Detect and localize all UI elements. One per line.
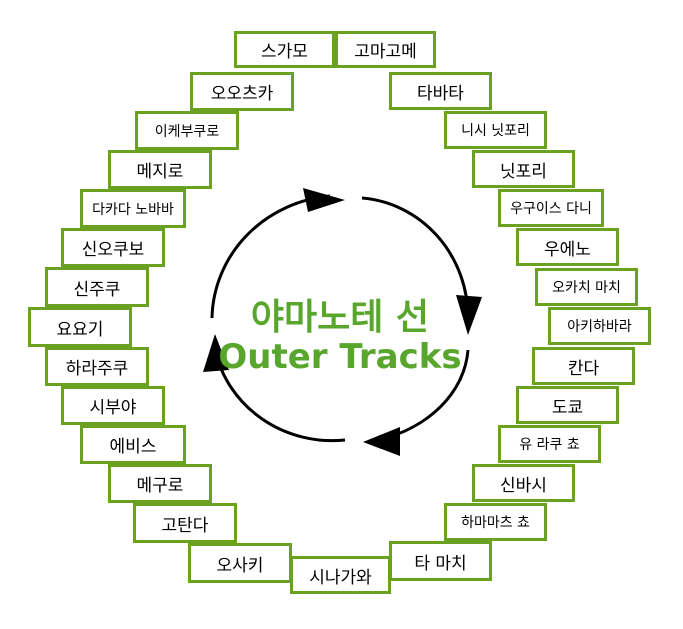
station-label: 유 라쿠 쵸	[519, 437, 580, 453]
station-label: 도쿄	[551, 397, 584, 418]
station-label: 신주쿠	[73, 279, 121, 300]
arrowhead-bottom	[363, 427, 400, 456]
station-box[interactable]: 우구이스 다니	[498, 189, 604, 227]
station-box[interactable]: 에비스	[80, 425, 186, 464]
station-box[interactable]: 타바타	[389, 72, 492, 110]
station-box[interactable]: 고마고메	[335, 31, 436, 68]
station-box[interactable]: 시부야	[61, 386, 165, 425]
station-label: 고마고메	[354, 42, 417, 62]
station-label: 타바타	[417, 83, 464, 104]
station-box[interactable]: 다카다 노바바	[80, 189, 186, 228]
station-box[interactable]: 칸다	[532, 347, 635, 385]
station-box[interactable]: 닛포리	[472, 150, 575, 188]
station-box[interactable]: 유 라쿠 쵸	[498, 425, 601, 463]
arrowhead-right	[456, 295, 482, 335]
station-box[interactable]: 도쿄	[516, 386, 619, 424]
station-label: 요요기	[56, 319, 104, 340]
station-label: 오카치 마치	[552, 280, 621, 296]
station-label: 오오츠카	[210, 84, 274, 104]
station-box[interactable]: 메구로	[108, 464, 212, 503]
station-label: 하마마츠 쵸	[461, 515, 530, 531]
station-label: 다카다 노바바	[92, 201, 174, 218]
station-label: 오사키	[216, 555, 264, 576]
station-box[interactable]: 시나가와	[290, 556, 391, 594]
arrow-arc-top	[210, 194, 331, 319]
diagram-subtitle: Outer Tracks	[218, 337, 462, 377]
station-label: 하라주쿠	[65, 359, 129, 379]
station-box[interactable]: 하마마츠 쵸	[444, 503, 547, 541]
arrow-arc-right	[361, 196, 470, 319]
station-label: 칸다	[567, 358, 600, 379]
station-box[interactable]: 신오쿠보	[61, 228, 165, 267]
station-box[interactable]: 타 마치	[389, 541, 492, 581]
diagram-title: 야마노테 선	[250, 297, 430, 338]
station-label: 신바시	[500, 475, 547, 496]
arrowhead-left	[203, 334, 229, 372]
station-box[interactable]: 오오츠카	[190, 72, 294, 111]
station-box[interactable]: 이케부쿠로	[135, 111, 239, 150]
station-box[interactable]: 스가모	[234, 31, 335, 68]
station-box[interactable]: 오카치 마치	[535, 268, 638, 306]
station-box[interactable]: 신바시	[472, 464, 575, 502]
station-box[interactable]: 오사키	[188, 543, 292, 583]
station-label: 시부야	[89, 398, 137, 418]
arrow-arc-left	[213, 349, 346, 443]
station-box[interactable]: 메지로	[108, 150, 212, 189]
station-box[interactable]: 하라주쿠	[45, 347, 149, 386]
station-label: 아키하바라	[567, 319, 632, 335]
station-label: 고탄다	[161, 515, 209, 536]
station-label: 닛포리	[500, 161, 547, 182]
station-box[interactable]: 아키하바라	[548, 307, 651, 345]
station-label: 타 마치	[414, 553, 467, 574]
station-label: 시나가와	[309, 567, 372, 588]
station-label: 에비스	[109, 437, 157, 457]
arrowhead-top	[303, 188, 345, 212]
station-label: 우에노	[544, 239, 591, 260]
station-label: 신오쿠보	[81, 240, 145, 260]
station-box[interactable]: 니시 닛포리	[444, 111, 547, 149]
station-box[interactable]: 신주쿠	[45, 267, 149, 307]
station-label: 메지로	[136, 162, 184, 182]
station-label: 니시 닛포리	[461, 123, 530, 139]
station-box[interactable]: 고탄다	[133, 503, 237, 543]
station-label: 이케부쿠로	[154, 123, 220, 140]
station-label: 스가모	[261, 42, 308, 62]
station-label: 우구이스 다니	[510, 201, 592, 217]
station-label: 메구로	[136, 476, 184, 496]
station-box[interactable]: 우에노	[516, 228, 619, 266]
station-box[interactable]: 요요기	[28, 307, 132, 347]
